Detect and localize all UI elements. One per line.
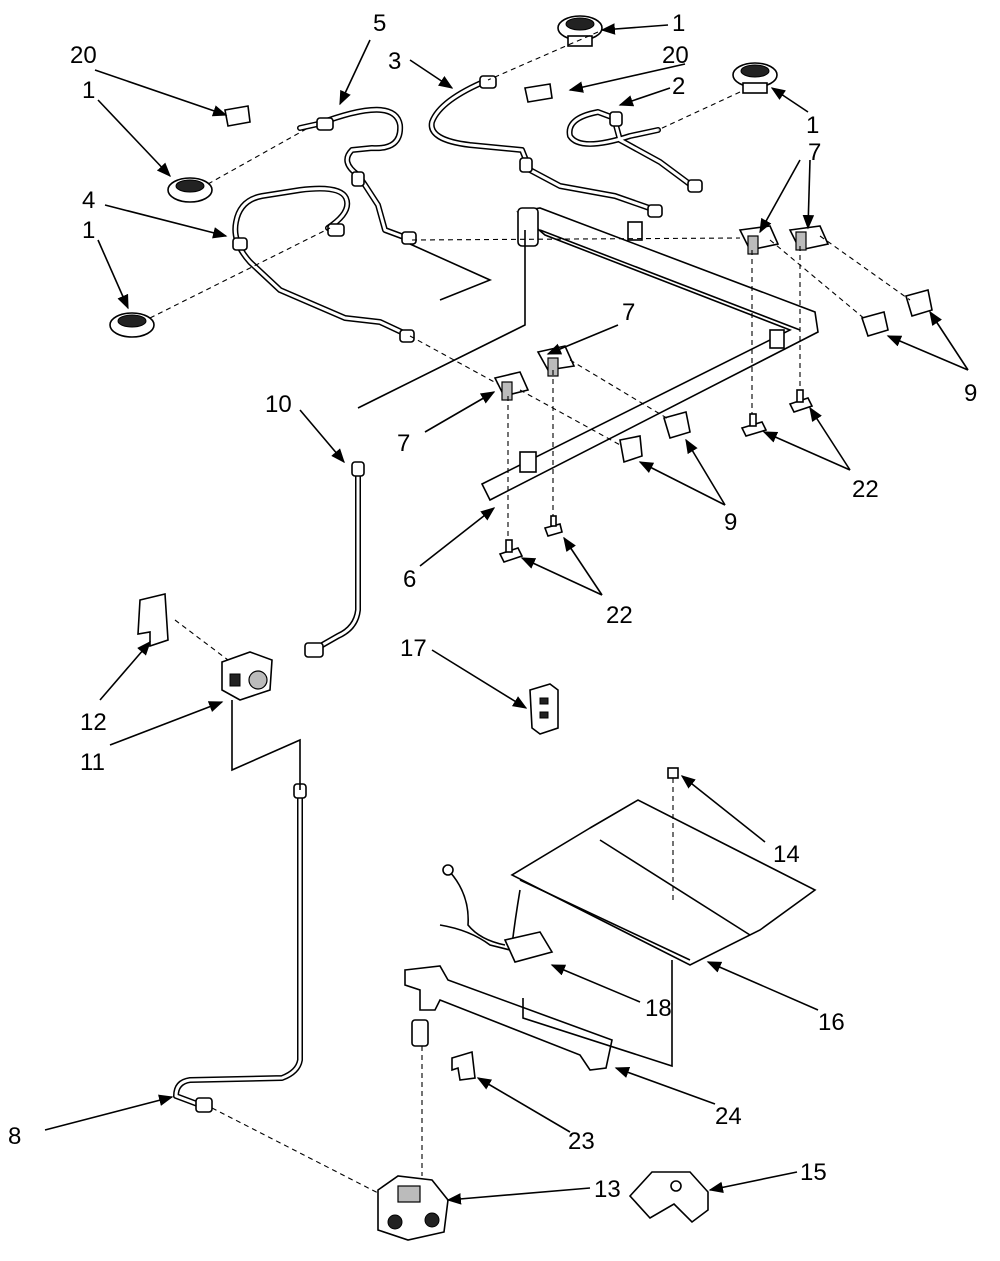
callout-18: 18 bbox=[645, 995, 672, 1022]
callout-24: 24 bbox=[715, 1103, 742, 1130]
part-12-bracket bbox=[137, 593, 169, 648]
surface-burner-left-lower bbox=[109, 312, 155, 338]
callout-7: 7 bbox=[397, 430, 410, 457]
callout-20: 20 bbox=[662, 42, 689, 69]
callout-7: 7 bbox=[622, 299, 635, 326]
callout-1: 1 bbox=[672, 10, 685, 37]
callout-12: 12 bbox=[80, 709, 107, 736]
callout-16: 16 bbox=[818, 1009, 845, 1036]
part-18-ignitor bbox=[439, 864, 554, 963]
callout-1: 1 bbox=[806, 112, 819, 139]
callout-20: 20 bbox=[70, 42, 97, 69]
part-13-valve bbox=[377, 1175, 449, 1241]
surface-burner-left-upper bbox=[167, 177, 213, 203]
callout-17: 17 bbox=[400, 635, 427, 662]
callout-22: 22 bbox=[606, 602, 633, 629]
bracket-right bbox=[524, 83, 553, 103]
callout-labels: 1 1 1 1 2 3 4 5 6 7 7 7 8 9 9 10 11 12 1… bbox=[8, 10, 977, 1203]
callout-22: 22 bbox=[852, 476, 879, 503]
part-15-bracket bbox=[628, 1171, 709, 1224]
callout-9: 9 bbox=[964, 380, 977, 407]
leader-lines bbox=[44, 23, 969, 1205]
bracket-left bbox=[224, 105, 251, 127]
callout-1: 1 bbox=[82, 217, 95, 244]
part-15-hole bbox=[670, 1180, 682, 1192]
part-16-shield bbox=[510, 767, 817, 966]
callout-6: 6 bbox=[403, 566, 416, 593]
callout-3: 3 bbox=[388, 48, 401, 75]
alignment-lines bbox=[149, 31, 911, 1195]
callout-14: 14 bbox=[773, 841, 800, 868]
callout-4: 4 bbox=[82, 187, 95, 214]
burner-tubing bbox=[173, 77, 698, 1108]
part-11-regulator bbox=[221, 651, 273, 701]
part-24-bracket bbox=[404, 965, 613, 1071]
part-23-clip bbox=[451, 1050, 476, 1081]
callout-5: 5 bbox=[373, 10, 386, 37]
callout-13: 13 bbox=[594, 1176, 621, 1203]
callout-10: 10 bbox=[265, 391, 292, 418]
callout-1: 1 bbox=[82, 77, 95, 104]
callout-23: 23 bbox=[568, 1128, 595, 1155]
callout-2: 2 bbox=[672, 73, 685, 100]
callout-15: 15 bbox=[800, 1159, 827, 1186]
callout-9: 9 bbox=[724, 509, 737, 536]
surface-burner-rear-center bbox=[557, 15, 603, 47]
callout-11: 11 bbox=[80, 749, 105, 776]
callout-7: 7 bbox=[808, 139, 821, 166]
manifold bbox=[480, 207, 819, 502]
orifices bbox=[619, 289, 933, 464]
part-17-connector bbox=[529, 683, 559, 735]
callout-8: 8 bbox=[8, 1123, 21, 1150]
tube-fittings bbox=[195, 75, 703, 1113]
surface-burner-right bbox=[732, 62, 778, 94]
